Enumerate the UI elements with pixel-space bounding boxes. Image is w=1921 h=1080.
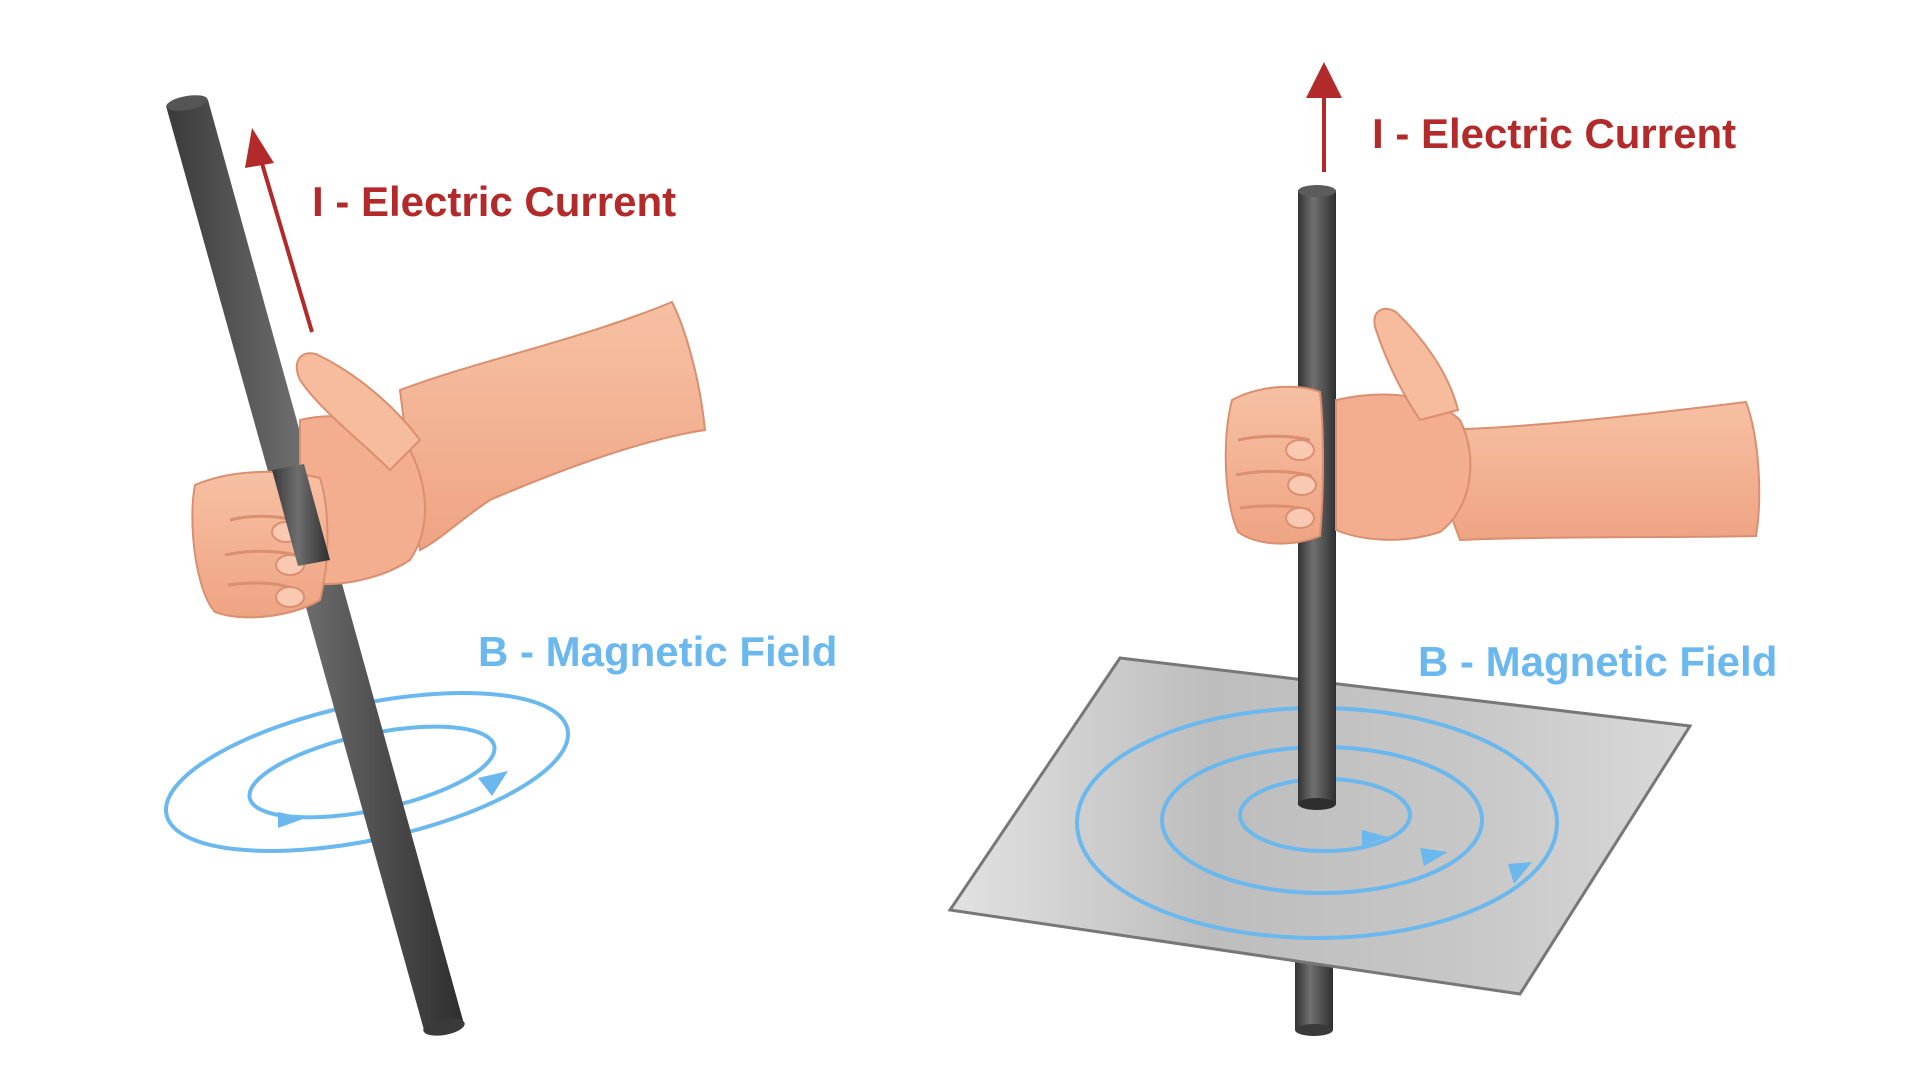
left-rod-front-segment [272,464,330,566]
left-current-arrow [245,128,314,333]
right-current-arrow [1306,62,1342,172]
left-field-label: B - Magnetic Field [478,628,837,675]
right-field-arrowhead-outer [1508,862,1532,884]
left-field-arrowhead-outer [478,771,508,796]
right-field-arrowhead-inner [1362,830,1388,846]
right-field-plane [947,656,1693,996]
left-hand-icon [191,300,707,619]
right-current-label: I - Electric Current [1372,110,1736,157]
left-panel: I - Electric Current B - Magnetic Field [163,95,837,1036]
left-field-arrowhead-inner [278,812,306,828]
right-hand-icon [1224,307,1761,545]
right-panel: I - Electric Current B - Magnetic Field [947,62,1777,1036]
right-rod-bottom-cap [1295,1024,1333,1036]
right-field-arrowhead-middle [1420,848,1448,866]
left-current-label: I - Electric Current [312,178,676,225]
right-field-label: B - Magnetic Field [1418,638,1777,685]
